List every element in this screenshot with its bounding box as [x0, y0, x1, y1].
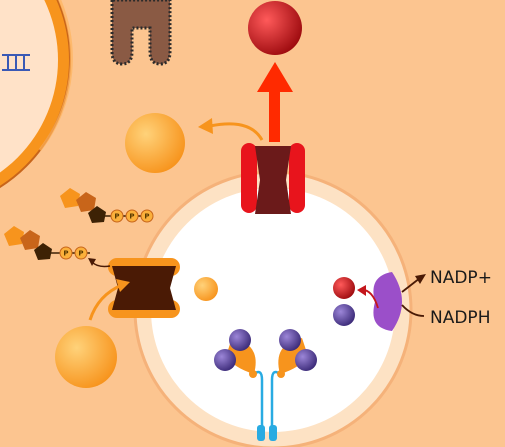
nadph-oxidase [333, 272, 426, 331]
orange-sphere-upper [125, 113, 185, 173]
vacuole [133, 170, 413, 447]
curved-arrow-upper [198, 118, 264, 141]
phosphate-chain-lower: P P [4, 226, 111, 268]
red-sphere-top [248, 1, 302, 55]
nadp-plus-label: NADP+ [430, 268, 492, 288]
orange-sphere-small [194, 277, 218, 301]
phosphate-label: P [144, 213, 149, 221]
nadph-label: NADPH [430, 308, 490, 328]
receptor-complex [214, 329, 317, 441]
phosphate-label: P [78, 250, 83, 258]
phosphate-label: P [63, 250, 68, 258]
phosphate-chain-upper: P P P [60, 188, 154, 223]
red-transporter [241, 143, 305, 214]
dna-icon [2, 54, 30, 71]
protein-complex-icon [110, 0, 172, 66]
phosphate-label: P [114, 213, 119, 221]
phosphate-label: P [129, 213, 134, 221]
nucleus [0, 0, 73, 189]
export-arrow [257, 62, 293, 142]
orange-sphere-lower [55, 326, 117, 388]
orange-transporter [88, 258, 180, 321]
